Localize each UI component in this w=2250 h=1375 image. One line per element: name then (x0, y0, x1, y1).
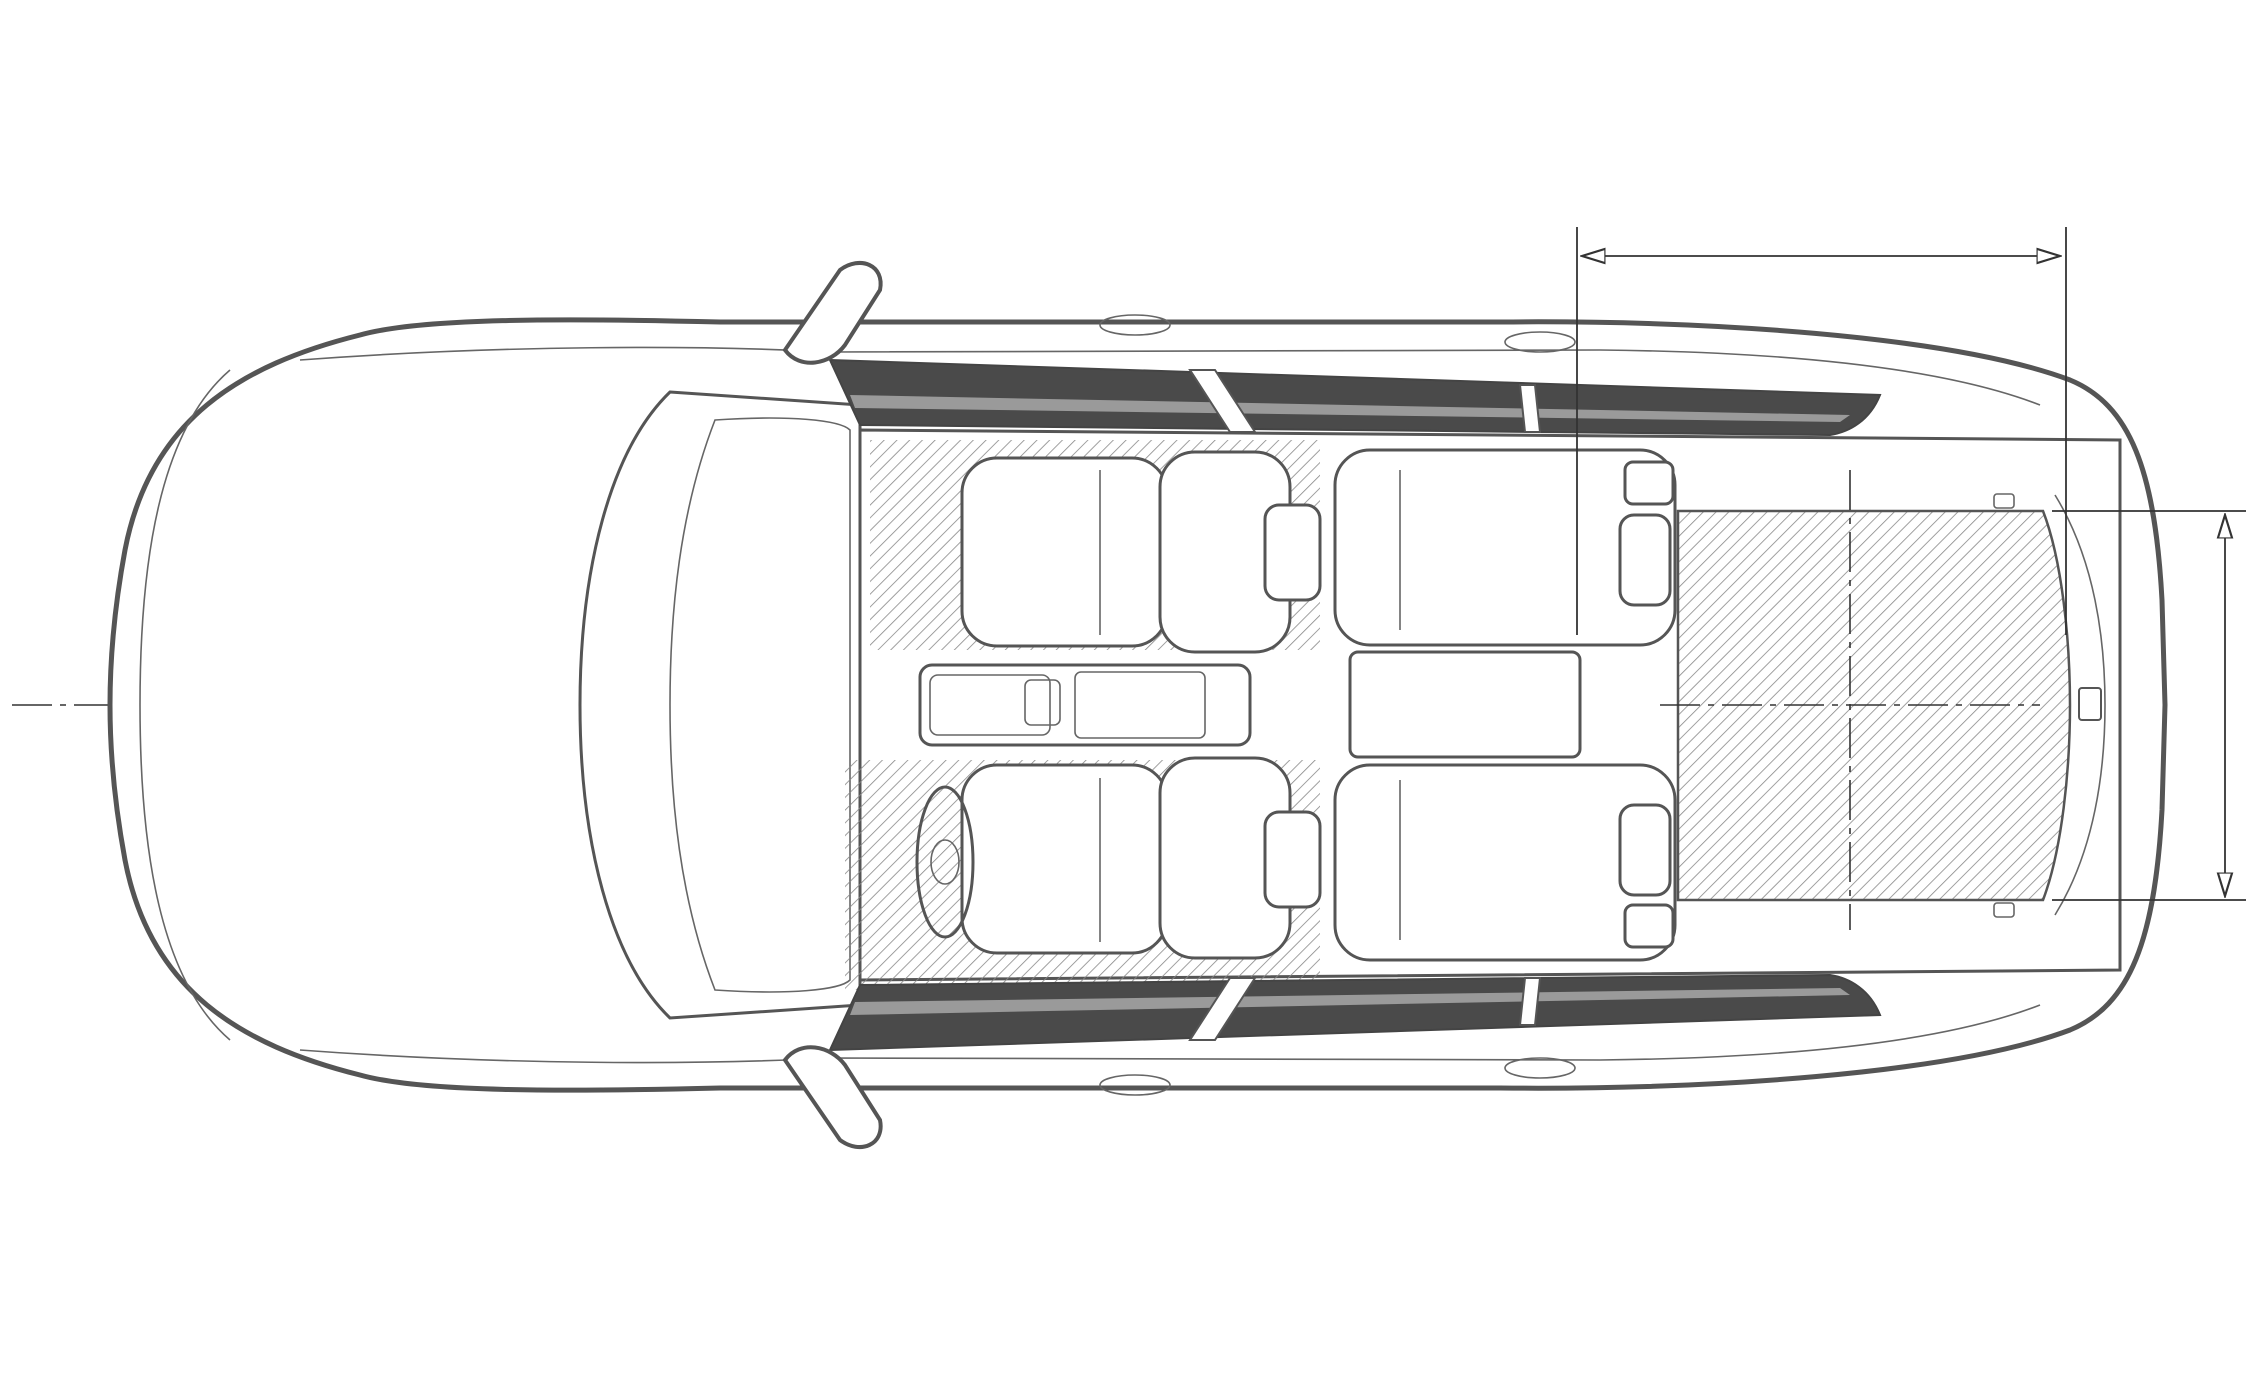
front-seat-driver (960, 756, 1322, 960)
door-handle-front-top (1099, 314, 1171, 336)
hood-line (139, 369, 231, 1041)
b-pillar-bottom (1188, 977, 1257, 1041)
cargo-hook-top (1993, 493, 2015, 509)
cargo-width-dimension (2052, 510, 2246, 901)
rear-seat-right (1333, 448, 1677, 647)
dashboard (669, 417, 851, 993)
steering-wheel (915, 785, 975, 939)
door-handle-rear-top (1504, 331, 1576, 353)
door-handle-front-bottom (1099, 1074, 1171, 1096)
side-window-bottom-highlight (850, 988, 1850, 1015)
c-pillar-bottom (1518, 977, 1542, 1026)
b-pillar-top (1188, 369, 1257, 433)
tailgate-latch (2078, 687, 2102, 721)
rear-bumper-line (2054, 494, 2106, 916)
cargo-length-dimension (1576, 227, 2067, 635)
mirror-left (782, 260, 883, 365)
rear-seat-left (1333, 763, 1677, 962)
rear-center-seat (1348, 650, 1582, 759)
c-pillar-top (1518, 384, 1542, 433)
door-handle-rear-bottom (1504, 1057, 1576, 1079)
front-seat-passenger (960, 450, 1322, 654)
center-console (918, 663, 1252, 747)
mirror-right (782, 1045, 883, 1150)
side-window-top-highlight (850, 395, 1850, 422)
cargo-hook-bottom (1993, 902, 2015, 918)
windshield (578, 390, 862, 1020)
